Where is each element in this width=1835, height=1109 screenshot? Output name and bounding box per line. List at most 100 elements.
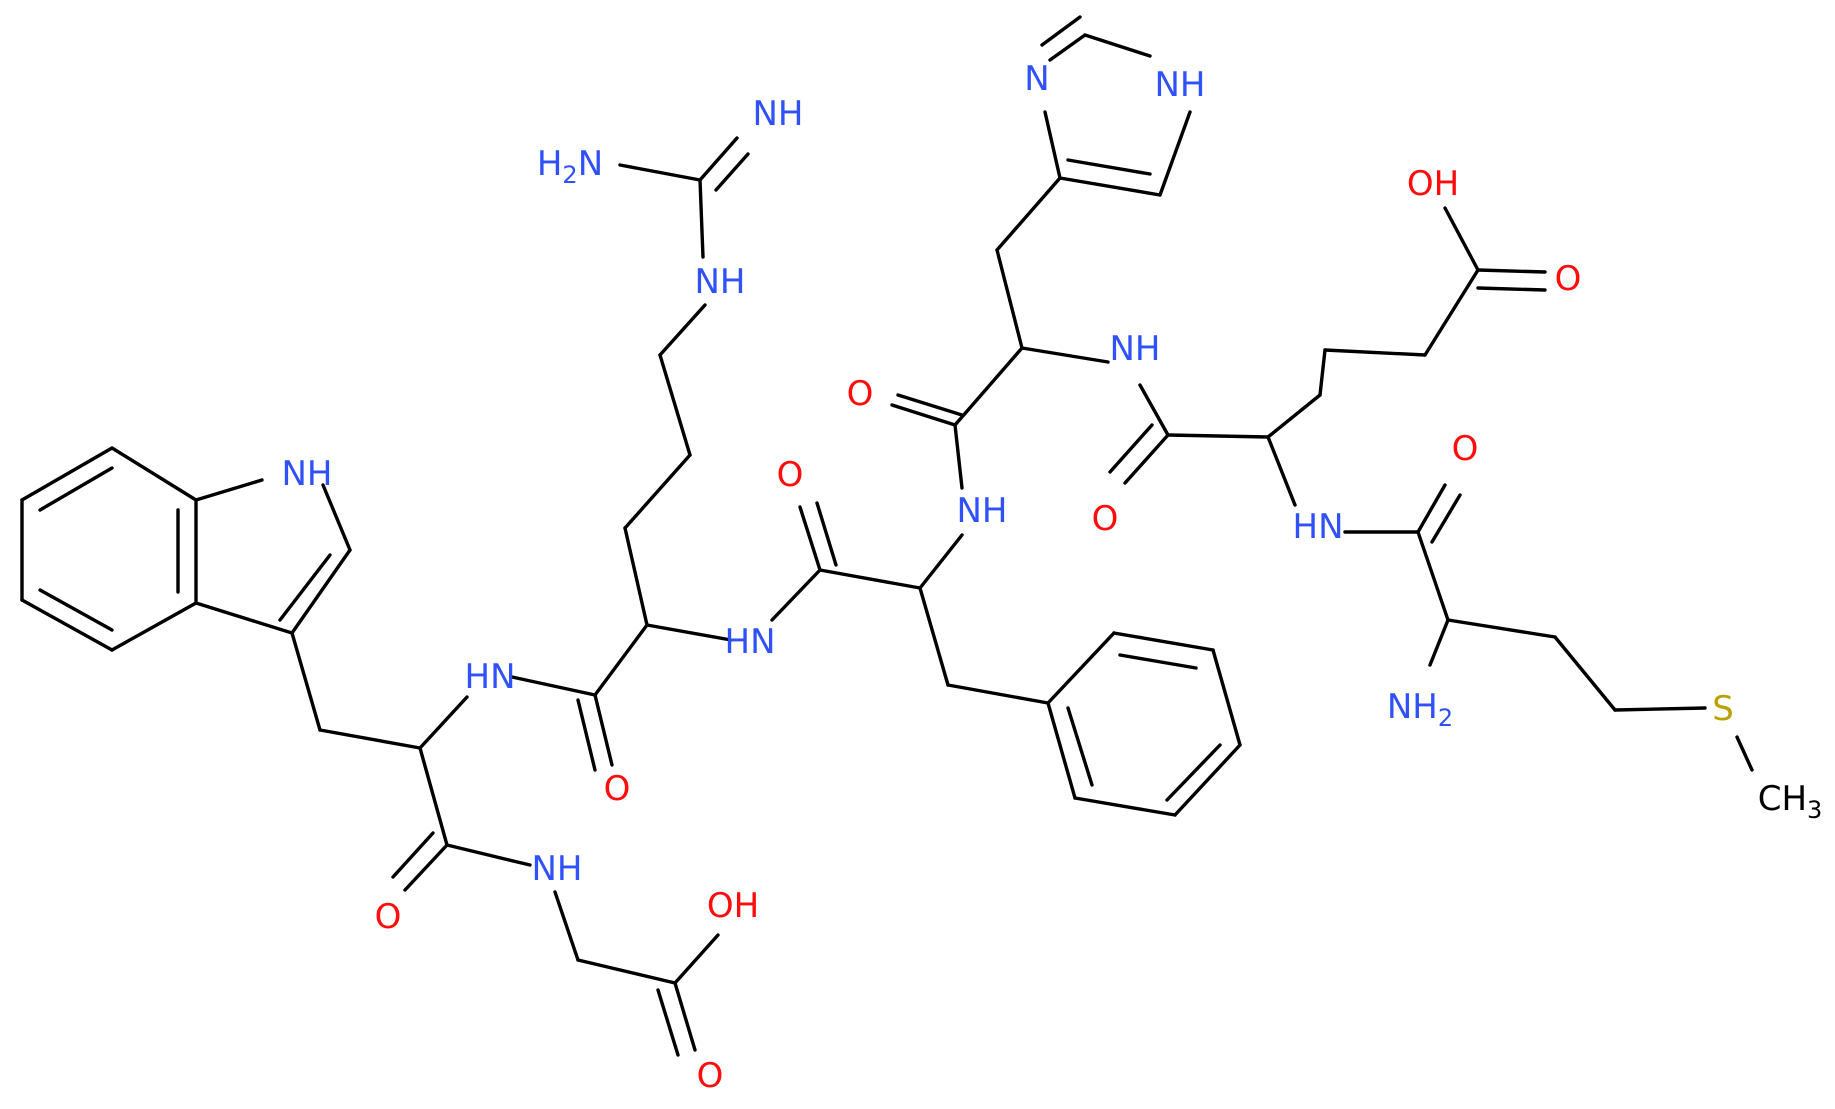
bond xyxy=(1108,423,1154,474)
atom-label-hn: HN xyxy=(725,622,776,662)
bond xyxy=(278,553,332,622)
bond xyxy=(658,353,692,457)
bond xyxy=(1443,206,1480,272)
bond xyxy=(1058,176,1162,197)
bond xyxy=(1123,433,1170,485)
atom-label-o: O xyxy=(697,1056,724,1096)
bond xyxy=(1138,383,1170,437)
bond xyxy=(1073,796,1177,817)
bond xyxy=(1165,743,1222,802)
bond xyxy=(553,890,580,962)
bond xyxy=(1066,706,1094,787)
bond xyxy=(645,623,733,642)
bond xyxy=(714,152,750,192)
bond xyxy=(418,746,449,847)
bond xyxy=(1323,348,1427,357)
bond xyxy=(1416,530,1450,622)
bond xyxy=(618,163,702,182)
bond xyxy=(593,693,614,767)
bond xyxy=(953,346,1024,427)
bond xyxy=(698,136,739,182)
bond xyxy=(194,478,264,502)
bond xyxy=(656,988,680,1057)
bond xyxy=(321,483,352,552)
bond xyxy=(1046,701,1077,800)
bond xyxy=(953,423,964,490)
bond xyxy=(1118,653,1198,670)
atom-label-o: O xyxy=(604,769,631,809)
atom-label-o: O xyxy=(375,897,402,937)
bond xyxy=(1476,286,1547,292)
atom-label-nh: NH xyxy=(532,849,583,889)
bond xyxy=(896,393,964,417)
bond xyxy=(1735,735,1754,772)
bond xyxy=(698,178,705,259)
bond xyxy=(798,505,822,572)
bond xyxy=(995,248,1024,350)
bond xyxy=(1476,268,1547,274)
bond xyxy=(815,501,838,567)
atom-label-oh: OH xyxy=(707,886,759,926)
atom-label-nh: NH xyxy=(1155,65,1206,105)
bond xyxy=(1428,618,1450,667)
bond xyxy=(1613,706,1707,712)
bond xyxy=(1046,631,1116,705)
bond xyxy=(890,403,957,427)
atom-label-o: O xyxy=(1452,429,1479,469)
atom-label-oh: OH xyxy=(1407,164,1459,204)
atom-label-nh: NH xyxy=(1110,329,1161,369)
bond xyxy=(1158,110,1192,197)
atom-labels: NH HN O NH OH O O HN NH H2N NH O NH O NH… xyxy=(282,59,1823,1096)
bond xyxy=(318,728,422,750)
atom-label-nh2: NH2 xyxy=(1387,687,1453,732)
bond xyxy=(110,601,198,652)
atom-label-nh: NH xyxy=(753,94,804,134)
bond xyxy=(510,675,597,697)
bond xyxy=(593,623,649,697)
bond xyxy=(1446,618,1557,639)
bond xyxy=(1211,648,1242,747)
bond xyxy=(1166,433,1270,439)
atom-label-nh: NH xyxy=(957,491,1008,531)
bond xyxy=(110,446,198,502)
bond xyxy=(946,683,1050,705)
atom-label-n: N xyxy=(1024,59,1049,99)
bond xyxy=(995,176,1062,252)
bond xyxy=(1266,435,1297,507)
bond xyxy=(1048,33,1087,62)
atom-label-h2n: H2N xyxy=(537,144,603,189)
bond xyxy=(673,981,697,1052)
bond xyxy=(1083,33,1152,58)
bonds xyxy=(20,15,1754,1057)
bond xyxy=(20,598,114,652)
bond xyxy=(918,586,950,687)
bond xyxy=(20,446,114,502)
bond xyxy=(290,631,322,732)
atom-label-ch3: CH3 xyxy=(1758,779,1823,824)
bond xyxy=(1173,743,1242,817)
bond xyxy=(418,695,469,750)
atom-label-o: O xyxy=(1555,259,1582,299)
bond xyxy=(38,466,114,512)
bond xyxy=(576,698,597,772)
bond xyxy=(623,453,692,530)
bond xyxy=(290,548,352,635)
atom-label-o: O xyxy=(847,374,874,414)
bond xyxy=(1318,348,1327,397)
bond xyxy=(658,303,707,357)
bond xyxy=(623,526,649,627)
atom-label-nh: NH xyxy=(695,262,746,302)
bond xyxy=(1423,268,1480,357)
bond xyxy=(1553,635,1617,712)
bond xyxy=(1040,15,1082,47)
atom-label-hn: HN xyxy=(1293,507,1344,547)
bond xyxy=(673,933,720,985)
atom-label-s: S xyxy=(1712,689,1734,729)
bond xyxy=(1066,158,1152,176)
bond xyxy=(1430,493,1462,544)
atom-label-hn: HN xyxy=(465,657,516,697)
bond xyxy=(1112,631,1215,652)
bond xyxy=(38,588,114,632)
bond xyxy=(918,533,964,590)
